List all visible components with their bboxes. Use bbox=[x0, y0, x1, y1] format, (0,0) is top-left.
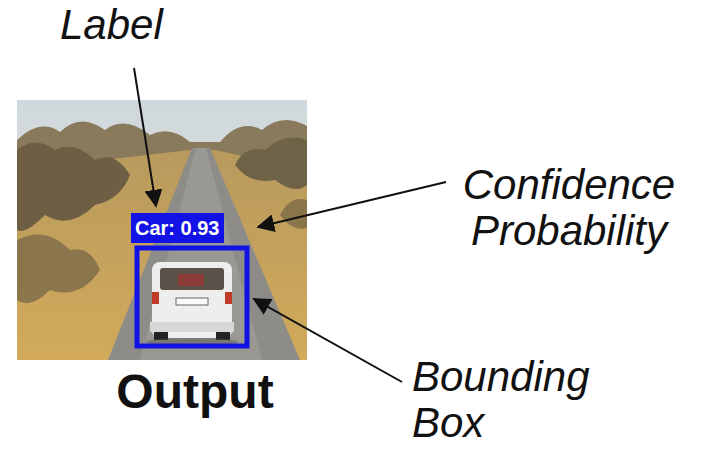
leader-arrow bbox=[258, 182, 446, 227]
bounding-box bbox=[137, 248, 247, 346]
road-photo bbox=[17, 100, 307, 360]
callout-label: Confidence Probability bbox=[438, 162, 700, 254]
leader-arrow bbox=[254, 299, 402, 382]
class-score: Car: 0.93 bbox=[135, 217, 220, 239]
leader-arrow bbox=[134, 68, 156, 206]
label-tag: Car: 0.93 bbox=[131, 213, 224, 243]
callout-label: Label bbox=[60, 2, 220, 48]
callout-label: Bounding Box bbox=[412, 354, 652, 446]
section-title: Output bbox=[80, 366, 310, 418]
